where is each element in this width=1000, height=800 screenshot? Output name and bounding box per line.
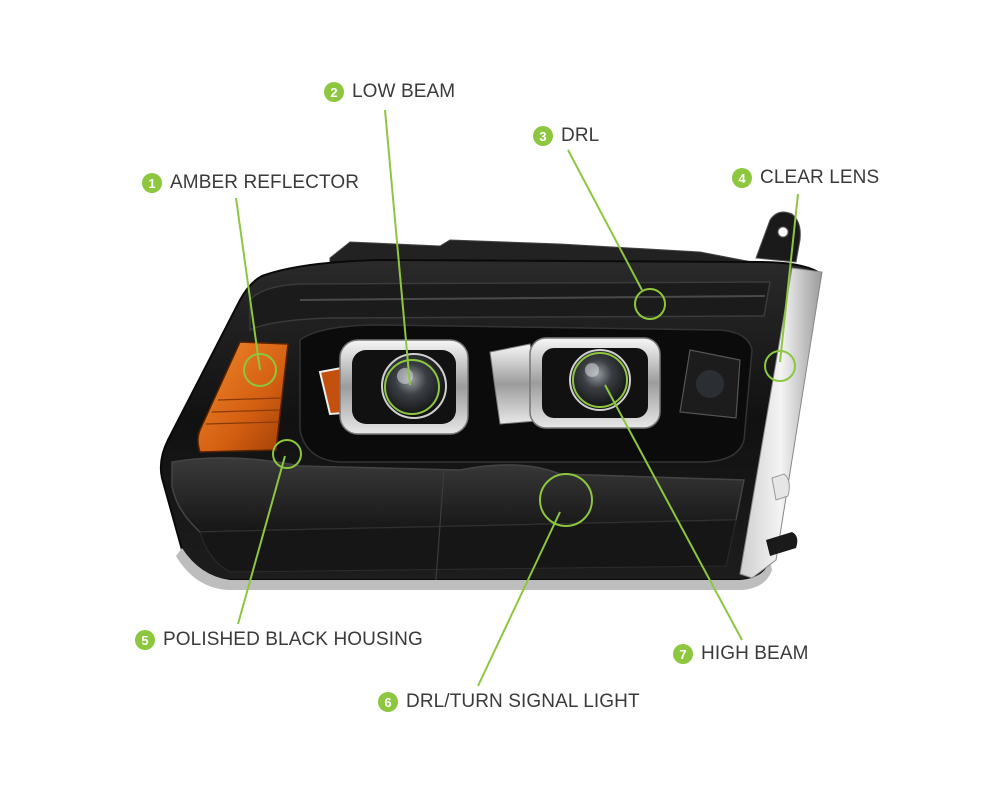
- callout-label-amber-reflector: AMBER REFLECTOR: [170, 172, 360, 193]
- callout-badge-4: 4: [732, 168, 752, 188]
- callout-drl-turn-signal: 6 DRL/TURN SIGNAL LIGHT: [378, 691, 640, 713]
- callout-label-high-beam: HIGH BEAM: [701, 643, 809, 664]
- amber-line-1: [217, 397, 283, 401]
- outer-projector-lens: [696, 370, 724, 398]
- callout-high-beam: 7 HIGH BEAM: [673, 643, 809, 665]
- leader-line-drl: [567, 149, 643, 291]
- amber-reflector-lens: [197, 341, 289, 453]
- callout-badge-2: 2: [324, 82, 344, 102]
- callout-label-polished-black-housing: POLISHED BLACK HOUSING: [163, 629, 423, 650]
- lower-housing-seam: [435, 469, 445, 581]
- leader-line-amber-reflector: [235, 197, 261, 371]
- target-rings: [243, 288, 796, 527]
- mounting-tab: [755, 211, 801, 263]
- callout-label-clear-lens: CLEAR LENS: [760, 167, 880, 188]
- target-ring-clear-lens: [764, 350, 796, 382]
- callout-low-beam: 2 LOW BEAM: [324, 81, 455, 103]
- mounting-hole: [777, 226, 789, 238]
- target-ring-amber-reflector: [243, 353, 277, 387]
- leader-lines: [235, 109, 799, 687]
- high-beam-lens-shine: [585, 363, 599, 377]
- callout-badge-1: 1: [142, 173, 162, 193]
- amber-line-2: [211, 409, 281, 413]
- clear-lens-strip: [739, 267, 823, 579]
- side-bracket-clip: [771, 473, 790, 501]
- callout-drl: 3 DRL: [533, 125, 599, 147]
- lower-housing: [199, 519, 737, 573]
- callout-badge-5: 5: [135, 630, 155, 650]
- callout-label-drl-turn-signal: DRL/TURN SIGNAL LIGHT: [406, 691, 640, 712]
- leader-line-drl-turn-signal: [477, 511, 561, 687]
- leader-line-high-beam: [604, 384, 743, 641]
- callout-badge-3: 3: [533, 126, 553, 146]
- leader-line-clear-lens: [779, 193, 799, 363]
- callout-badge-6: 6: [378, 692, 398, 712]
- leader-line-low-beam: [384, 109, 411, 386]
- target-ring-low-beam: [384, 359, 440, 415]
- callout-label-drl: DRL: [561, 125, 600, 146]
- drl-bar-highlight: [299, 295, 766, 301]
- callout-clear-lens: 4 CLEAR LENS: [732, 167, 879, 189]
- amber-line-3: [205, 421, 279, 425]
- side-bracket: [766, 532, 798, 556]
- high-beam-lens: [569, 349, 631, 411]
- callout-amber-reflector: 1 AMBER REFLECTOR: [142, 172, 359, 194]
- target-ring-polished-black-housing: [272, 439, 302, 469]
- drl-turn-bar: [171, 457, 745, 533]
- target-ring-drl: [634, 288, 666, 320]
- callout-badge-7: 7: [673, 644, 693, 664]
- callout-label-low-beam: LOW BEAM: [352, 81, 456, 102]
- callout-polished-black-housing: 5 POLISHED BLACK HOUSING: [135, 629, 423, 651]
- low-beam-lens: [381, 353, 447, 419]
- leader-line-polished-black-housing: [237, 455, 286, 625]
- target-ring-drl-turn-signal: [539, 473, 593, 527]
- target-ring-high-beam: [572, 352, 628, 408]
